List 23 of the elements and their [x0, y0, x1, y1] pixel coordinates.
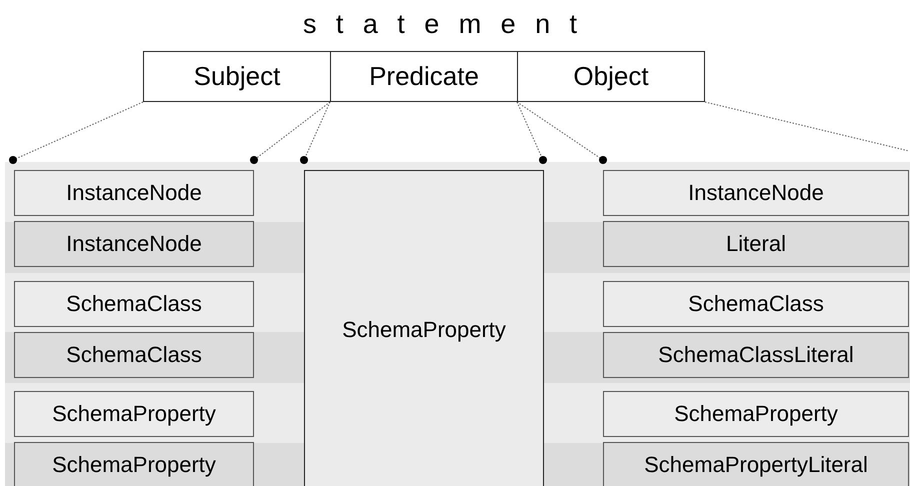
type-box: InstanceNode: [14, 221, 254, 267]
dotted-line: [305, 102, 330, 157]
statement-part-box: Object: [517, 51, 705, 102]
type-box: SchemaClass: [14, 281, 254, 327]
dotted-line: [16, 102, 144, 159]
dotted-line: [256, 102, 330, 158]
dotted-line: [516, 102, 542, 157]
statement-part-box: Subject: [143, 51, 331, 102]
type-box: SchemaProperty: [603, 391, 909, 437]
type-box: SchemaProperty: [14, 442, 254, 486]
dotted-line: [704, 102, 910, 152]
dotted-line: [516, 102, 600, 158]
type-box: SchemaClassLiteral: [603, 332, 909, 378]
type-box: SchemaProperty: [304, 170, 544, 486]
statement-part-box: Predicate: [330, 51, 518, 102]
type-box: SchemaPropertyLiteral: [603, 442, 909, 486]
type-box: InstanceNode: [603, 170, 909, 216]
diagram-title: statement: [302, 8, 598, 40]
type-box: SchemaClass: [14, 332, 254, 378]
type-box: InstanceNode: [14, 170, 254, 216]
type-box: Literal: [603, 221, 909, 267]
type-box: SchemaProperty: [14, 391, 254, 437]
type-box: SchemaClass: [603, 281, 909, 327]
